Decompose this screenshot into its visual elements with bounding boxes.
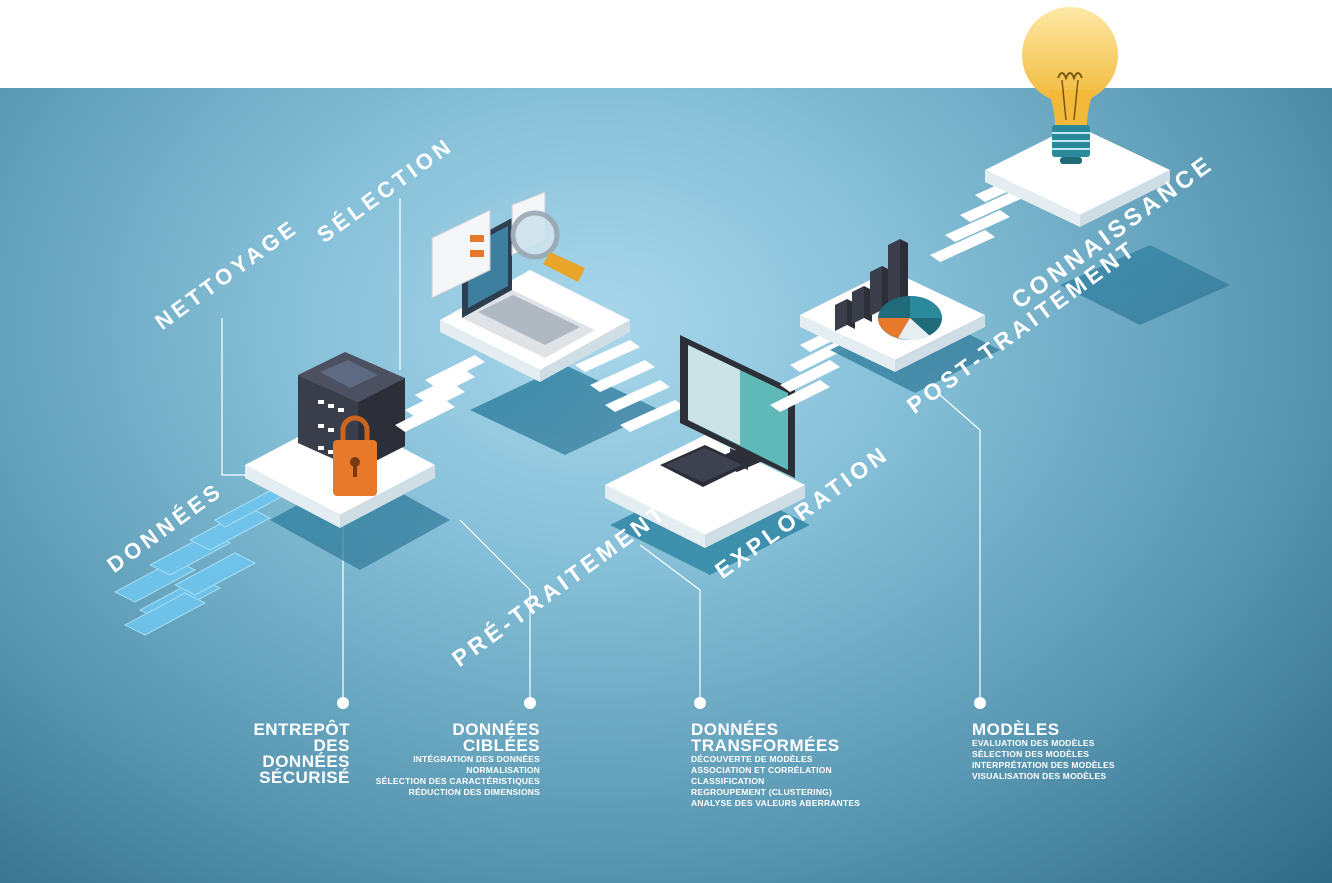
desc-ciblees-item: SÉLECTION DES CARACTÉRISTIQUES bbox=[375, 776, 540, 786]
desc-ciblees-item: NORMALISATION bbox=[466, 765, 540, 775]
data-blocks-icon bbox=[113, 487, 286, 636]
desc-entrepot-line: ENTREPÔT bbox=[253, 720, 350, 739]
light-bulb-icon bbox=[1022, 7, 1118, 164]
desktop-computer-icon bbox=[660, 335, 795, 487]
desc-modeles-item: VISUALISATION DES MODÈLES bbox=[972, 771, 1107, 781]
desc-transformees-item: DÉCOUVERTE DE MODÈLES bbox=[691, 754, 813, 764]
desc-transformees-item: CLASSIFICATION bbox=[691, 776, 765, 786]
desc-entrepot-line: SÉCURISÉ bbox=[259, 768, 350, 787]
desc-transformees-line: DONNÉES bbox=[691, 720, 779, 739]
steps-2 bbox=[575, 340, 685, 432]
desc-modeles: MODÈLES EVALUATION DES MODÈLES SÉLECTION… bbox=[972, 720, 1152, 782]
desc-ciblees-line: CIBLÉES bbox=[462, 736, 540, 755]
steps-1 bbox=[395, 355, 485, 432]
desc-ciblees: DONNÉES CIBLÉES INTÉGRATION DES DONNÉES … bbox=[360, 720, 540, 798]
desc-ciblees-item: INTÉGRATION DES DONNÉES bbox=[413, 754, 540, 764]
connector-dots bbox=[337, 697, 986, 709]
desc-modeles-title: MODÈLES bbox=[972, 720, 1060, 739]
desc-transformees: DONNÉES TRANSFORMÉES DÉCOUVERTE DE MODÈL… bbox=[691, 720, 891, 809]
desc-modeles-item: SÉLECTION DES MODÈLES bbox=[972, 749, 1090, 759]
desc-transformees-item: ASSOCIATION ET CORRÉLATION bbox=[691, 765, 832, 775]
desc-ciblees-item: RÉDUCTION DES DIMENSIONS bbox=[408, 787, 540, 797]
desc-modeles-item: EVALUATION DES MODÈLES bbox=[972, 738, 1095, 748]
desc-modeles-item: INTERPRÉTATION DES MODÈLES bbox=[972, 760, 1115, 770]
desc-entrepot-line: DES DONNÉES bbox=[262, 736, 350, 771]
desc-ciblees-line: DONNÉES bbox=[452, 720, 540, 739]
desc-transformees-item: REGROUPEMENT (CLUSTERING) bbox=[691, 787, 832, 797]
desc-transformees-item: ANALYSE DES VALEURS ABERRANTES bbox=[691, 798, 861, 808]
desc-entrepot: ENTREPÔT DES DONNÉES SÉCURISÉ bbox=[230, 720, 350, 787]
platform-bulb bbox=[985, 125, 1230, 325]
desc-transformees-line: TRANSFORMÉES bbox=[691, 736, 840, 755]
bar-pie-chart-icon bbox=[835, 239, 942, 341]
laptop-search-icon bbox=[431, 191, 595, 358]
secure-server-icon bbox=[298, 352, 405, 496]
